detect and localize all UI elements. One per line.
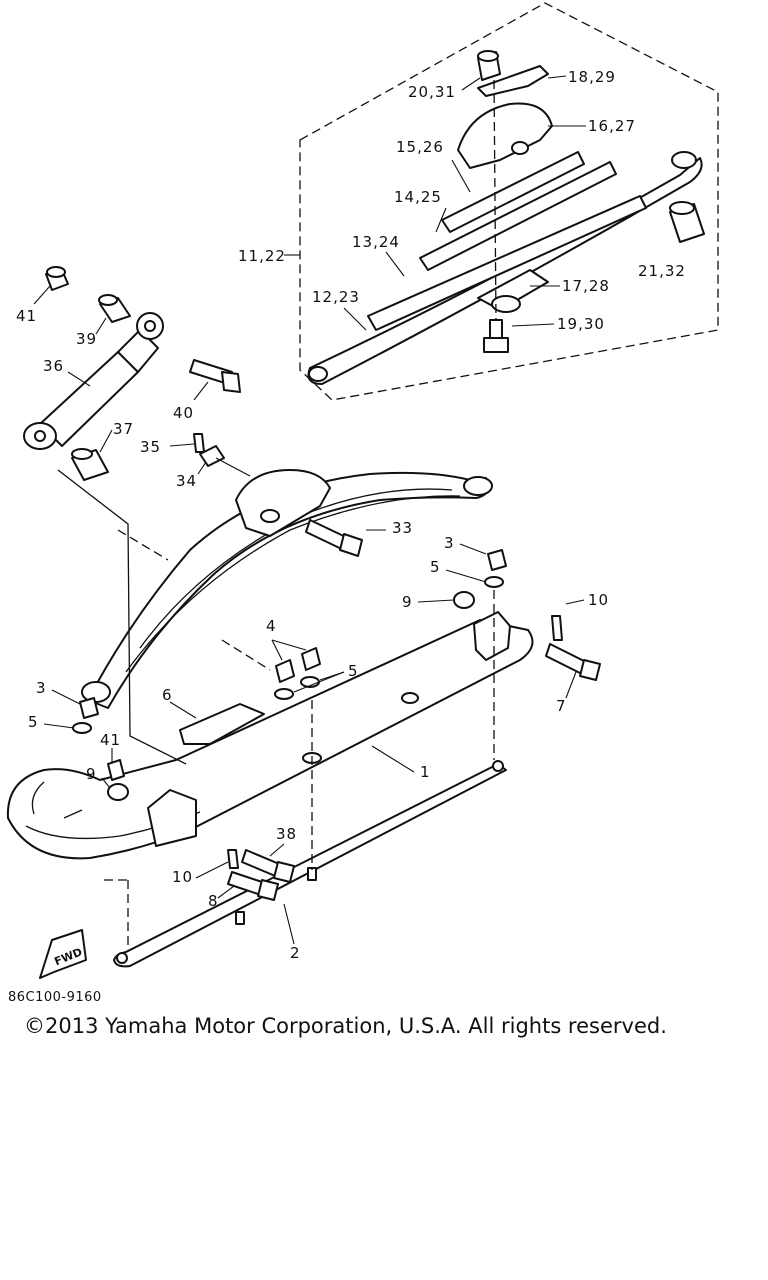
callout-4: 4 bbox=[266, 617, 277, 635]
callout-14-25: 14,25 bbox=[394, 188, 442, 206]
callout-10a: 10 bbox=[588, 591, 609, 609]
callout-40: 40 bbox=[173, 404, 194, 422]
main-leaf-spring bbox=[81, 469, 493, 709]
shock-absorber-group bbox=[23, 266, 241, 481]
callout-8: 8 bbox=[208, 892, 219, 910]
callout-12-23: 12,23 bbox=[312, 288, 360, 306]
callout-5b: 5 bbox=[348, 662, 359, 680]
callout-20-31: 20,31 bbox=[408, 83, 456, 101]
callout-9b: 9 bbox=[86, 765, 97, 783]
callout-9a: 9 bbox=[402, 593, 413, 611]
callout-labels: 20,31 18,29 16,27 15,26 14,25 11,22 13,24 21,32… bbox=[16, 68, 686, 962]
callout-1: 1 bbox=[420, 763, 431, 781]
callout-18-29: 18,29 bbox=[568, 68, 616, 86]
callout-5a: 5 bbox=[430, 558, 441, 576]
fwd-arrow-icon: FWD bbox=[39, 929, 87, 979]
figure-code: 86C100-9160 bbox=[8, 990, 102, 1005]
callout-11-22: 11,22 bbox=[238, 247, 286, 265]
callout-36: 36 bbox=[43, 357, 64, 375]
ski-body bbox=[6, 549, 601, 968]
callout-7: 7 bbox=[556, 697, 567, 715]
callout-38: 38 bbox=[276, 825, 297, 843]
callout-3a: 3 bbox=[444, 534, 455, 552]
callout-17-28: 17,28 bbox=[562, 277, 610, 295]
inset-boundary bbox=[299, 2, 719, 401]
callout-6: 6 bbox=[162, 686, 173, 704]
callout-2: 2 bbox=[290, 944, 301, 962]
callout-16-27: 16,27 bbox=[588, 117, 636, 135]
callout-10b: 10 bbox=[172, 868, 193, 886]
callout-39: 39 bbox=[76, 330, 97, 348]
inset-leaf-spring-assembly bbox=[307, 50, 705, 385]
callout-13-24: 13,24 bbox=[352, 233, 400, 251]
callout-33: 33 bbox=[392, 519, 413, 537]
assembly-lines bbox=[57, 469, 495, 952]
callout-41b: 41 bbox=[100, 731, 121, 749]
callout-3b: 3 bbox=[36, 679, 47, 697]
ski-exploded-diagram: FWD 20,3118,2916,2715,2614,2511,2213,242… bbox=[6, 2, 719, 979]
leader-lines bbox=[33, 75, 586, 945]
copyright-notice: ©2013 Yamaha Motor Corporation, U.S.A. A… bbox=[24, 1014, 667, 1038]
callout-37: 37 bbox=[113, 420, 134, 438]
callout-19-30: 19,30 bbox=[557, 315, 605, 333]
callout-34: 34 bbox=[176, 472, 197, 490]
callout-21-32: 21,32 bbox=[638, 262, 686, 280]
callout-41a: 41 bbox=[16, 307, 37, 325]
callout-15-26: 15,26 bbox=[396, 138, 444, 156]
callout-35: 35 bbox=[140, 438, 161, 456]
callout-5c: 5 bbox=[28, 713, 39, 731]
